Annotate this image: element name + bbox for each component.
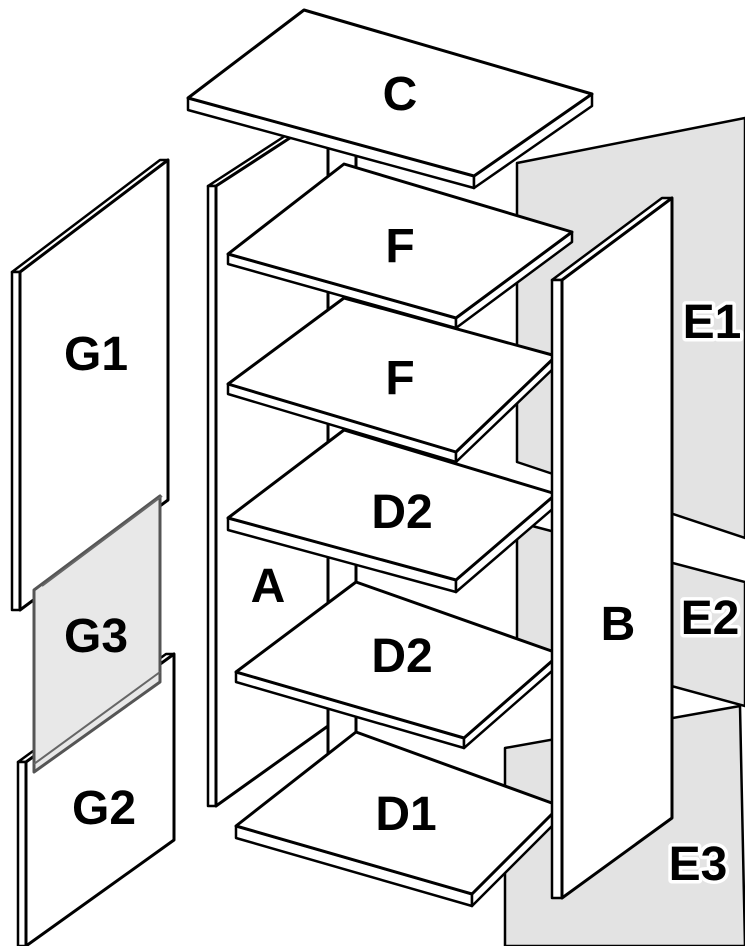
label-a: A (251, 560, 286, 613)
label-d2-upper: D2 (371, 486, 432, 539)
door-g1 (10, 158, 170, 612)
glass-panel-g3 (32, 494, 163, 774)
label-f-upper: F (385, 220, 414, 273)
label-d1: D1 (375, 788, 436, 841)
label-e2: E2 (681, 592, 740, 645)
side-panel-b (550, 196, 674, 900)
label-g3: G3 (64, 610, 128, 663)
label-c: C (383, 68, 418, 121)
label-g2: G2 (72, 782, 136, 835)
top-panel-c (186, 8, 594, 190)
label-b: B (601, 598, 636, 651)
shelf-f-upper (226, 162, 574, 330)
label-d2-lower: D2 (371, 630, 432, 683)
label-g1: G1 (64, 328, 128, 381)
label-e3: E3 (669, 838, 728, 891)
shelf-d2-lower (234, 580, 562, 750)
label-e1: E1 (683, 296, 742, 349)
shelf-d2-upper (226, 428, 558, 594)
shelf-f-lower (226, 296, 558, 464)
shelf-d1 (234, 730, 562, 908)
label-f-lower: F (385, 352, 414, 405)
